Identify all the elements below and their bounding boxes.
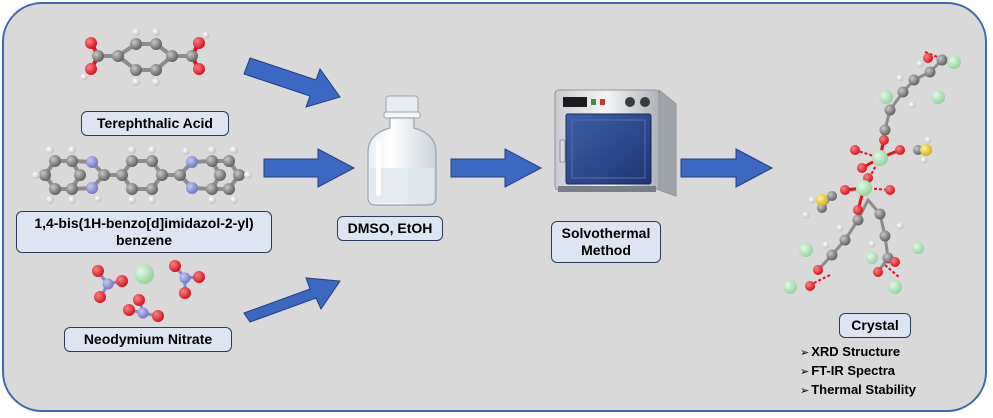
crystal-text: Crystal <box>851 317 899 333</box>
oven-icon <box>554 88 677 197</box>
arrow-icon <box>680 148 774 188</box>
method-label: Solvothermal Method <box>551 221 661 263</box>
crystal-structure-icon <box>783 51 961 294</box>
ligand-label: 1,4-bis(1H-benzo[d]imidazol-2-yl) benzen… <box>16 211 272 253</box>
crystal-label: Crystal <box>839 313 911 338</box>
list-item: XRD Structure <box>800 343 916 362</box>
vial-icon <box>367 95 437 206</box>
method-label-line1: Solvothermal <box>561 225 651 241</box>
neodymium-nitrate-text: Neodymium Nitrate <box>83 331 213 347</box>
arrow-icon <box>243 57 341 108</box>
terephthalic-acid-molecule-icon <box>80 28 210 86</box>
solvent-label: DMSO, EtOH <box>337 216 443 241</box>
arrow-icon <box>243 277 341 323</box>
neodymium-nitrate-label: Neodymium Nitrate <box>64 327 232 352</box>
characterization-list: XRD Structure FT-IR Spectra Thermal Stab… <box>800 343 916 400</box>
flow-arrows <box>243 57 774 323</box>
list-item: Thermal Stability <box>800 381 916 400</box>
solvent-text: DMSO, EtOH <box>347 220 433 236</box>
method-label-line2: Method <box>581 242 631 258</box>
arrow-icon <box>450 148 543 188</box>
neodymium-nitrate-molecule-icon <box>92 260 205 322</box>
terephthalic-acid-text: Terephthalic Acid <box>97 115 213 131</box>
bis-benzimidazole-molecule-icon <box>32 146 252 204</box>
ligand-label-line2: benzene <box>115 232 172 248</box>
terephthalic-acid-label: Terephthalic Acid <box>81 111 229 136</box>
list-item: FT-IR Spectra <box>800 362 916 381</box>
ligand-label-line1: 1,4-bis(1H-benzo[d]imidazol-2-yl) <box>34 215 254 231</box>
arrow-icon <box>263 148 356 188</box>
